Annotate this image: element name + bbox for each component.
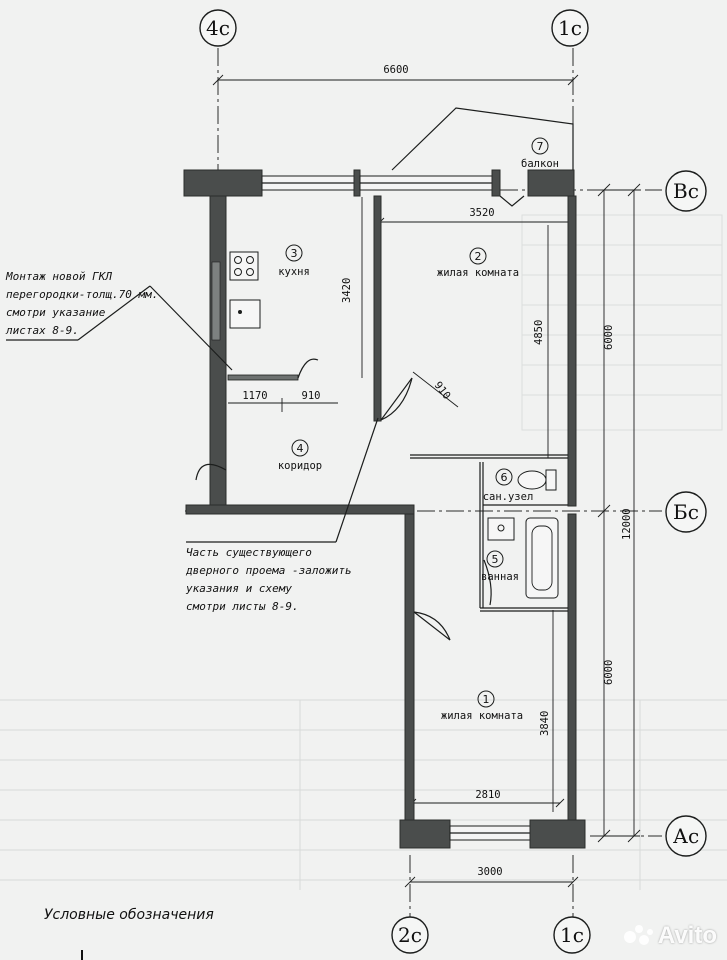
svg-text:перегородки-толщ.70 мм.: перегородки-толщ.70 мм. [6, 288, 158, 301]
new-gkl-partition [227, 374, 299, 381]
svg-text:указания и схему: указания и схему [185, 582, 292, 595]
svg-text:Бс: Бс [673, 500, 699, 524]
dimension-room2-depth: 4850 [533, 225, 549, 458]
balcony: 7 балкон [391, 107, 574, 207]
room-label-4: 4 коридор [278, 439, 322, 472]
axis-bubble-ac: Ас [665, 815, 707, 857]
dimension-kitchen-1170-910: 1170 910 [228, 390, 338, 412]
svg-text:6000: 6000 [603, 660, 615, 685]
room-label-2: 2 жилая комната [437, 247, 519, 279]
bathtub-icon [525, 517, 559, 599]
svg-text:жилая комната: жилая комната [441, 710, 523, 722]
svg-text:дверного проема -заложить: дверного проема -заложить [185, 564, 352, 577]
svg-text:12000: 12000 [621, 508, 633, 540]
axis-bubble-2c: 2c [391, 916, 429, 954]
svg-text:3: 3 [291, 247, 298, 260]
svg-text:4850: 4850 [533, 320, 545, 345]
washbasin-icon [487, 517, 515, 541]
svg-text:3420: 3420 [341, 278, 353, 303]
stove-icon [229, 251, 259, 281]
avito-watermark: Avito [623, 922, 717, 950]
room-label-6: 6 сан.узел [483, 468, 534, 503]
room-label-5: 5 ванная [481, 550, 519, 583]
svg-text:3840: 3840 [539, 711, 551, 736]
background-spec-table [0, 214, 727, 890]
walls [183, 169, 586, 849]
dimension-room1-width: 2810 [407, 789, 565, 808]
axis-bubble-1c-top: 1c [551, 9, 589, 47]
svg-text:Монтаж новой ГКЛ: Монтаж новой ГКЛ [5, 270, 112, 283]
toilet-icon [517, 470, 547, 490]
svg-text:2810: 2810 [475, 789, 500, 801]
doors [195, 358, 492, 641]
svg-text:смотри указание: смотри указание [6, 306, 106, 319]
svg-text:жилая комната: жилая комната [437, 267, 519, 279]
svg-text:Часть существующего: Часть существующего [186, 546, 312, 559]
kitchen-fixtures [211, 251, 261, 341]
legend-title: Условные обозначения [44, 907, 214, 923]
svg-text:2c: 2c [398, 923, 422, 947]
axis-bubble-4c: 4c [199, 9, 237, 47]
svg-text:6: 6 [501, 471, 508, 484]
dimension-lower-width: 3000 [404, 866, 579, 888]
note-gkl-partition: Монтаж новой ГКЛ перегородки-толщ.70 мм.… [5, 270, 233, 371]
avito-logo-icon [623, 925, 654, 947]
svg-text:сан.узел: сан.узел [483, 491, 534, 503]
svg-text:7: 7 [537, 140, 544, 153]
dimension-room1-depth: 3840 [539, 610, 554, 812]
svg-text:коридор: коридор [278, 460, 322, 472]
dimension-overall-width: 6600 [212, 64, 579, 86]
svg-text:6600: 6600 [383, 64, 408, 76]
wc-fixtures [487, 469, 559, 599]
svg-text:балкон: балкон [521, 158, 559, 170]
svg-text:ванная: ванная [481, 571, 519, 583]
svg-text:1170: 1170 [242, 390, 267, 402]
svg-text:3000: 3000 [477, 866, 502, 878]
axis-bubble-1c-bottom: 1c [553, 916, 591, 954]
svg-text:4c: 4c [206, 16, 230, 40]
svg-text:2: 2 [475, 250, 482, 263]
note-door-opening: Часть существующего дверного проема -зал… [185, 417, 379, 613]
svg-text:6000: 6000 [603, 325, 615, 350]
svg-text:910: 910 [302, 390, 321, 402]
sink-icon [229, 299, 261, 329]
svg-text:4: 4 [297, 442, 304, 455]
svg-text:листах 8-9.: листах 8-9. [5, 324, 79, 337]
svg-text:смотри листы 8-9.: смотри листы 8-9. [186, 600, 299, 613]
room-label-1: 1 жилая комната [441, 690, 523, 722]
svg-text:3520: 3520 [469, 207, 494, 219]
axis-bubble-vc: Вс [665, 170, 707, 212]
kitchen-counter [211, 261, 221, 341]
svg-text:1c: 1c [558, 16, 582, 40]
svg-text:Ас: Ас [673, 824, 699, 848]
avito-wordmark: Avito [657, 922, 717, 949]
svg-text:1c: 1c [560, 923, 584, 947]
dimension-kitchen-depth: 3420 [341, 197, 363, 378]
svg-text:1: 1 [483, 693, 490, 706]
room-label-3: 3 кухня [278, 244, 310, 278]
svg-text:Вс: Вс [673, 179, 699, 203]
svg-text:5: 5 [492, 553, 499, 566]
svg-text:кухня: кухня [278, 266, 310, 278]
dimension-vertical-chain: 6000 6000 12000 [597, 183, 641, 843]
axis-bubble-bc: Бс [665, 491, 707, 533]
